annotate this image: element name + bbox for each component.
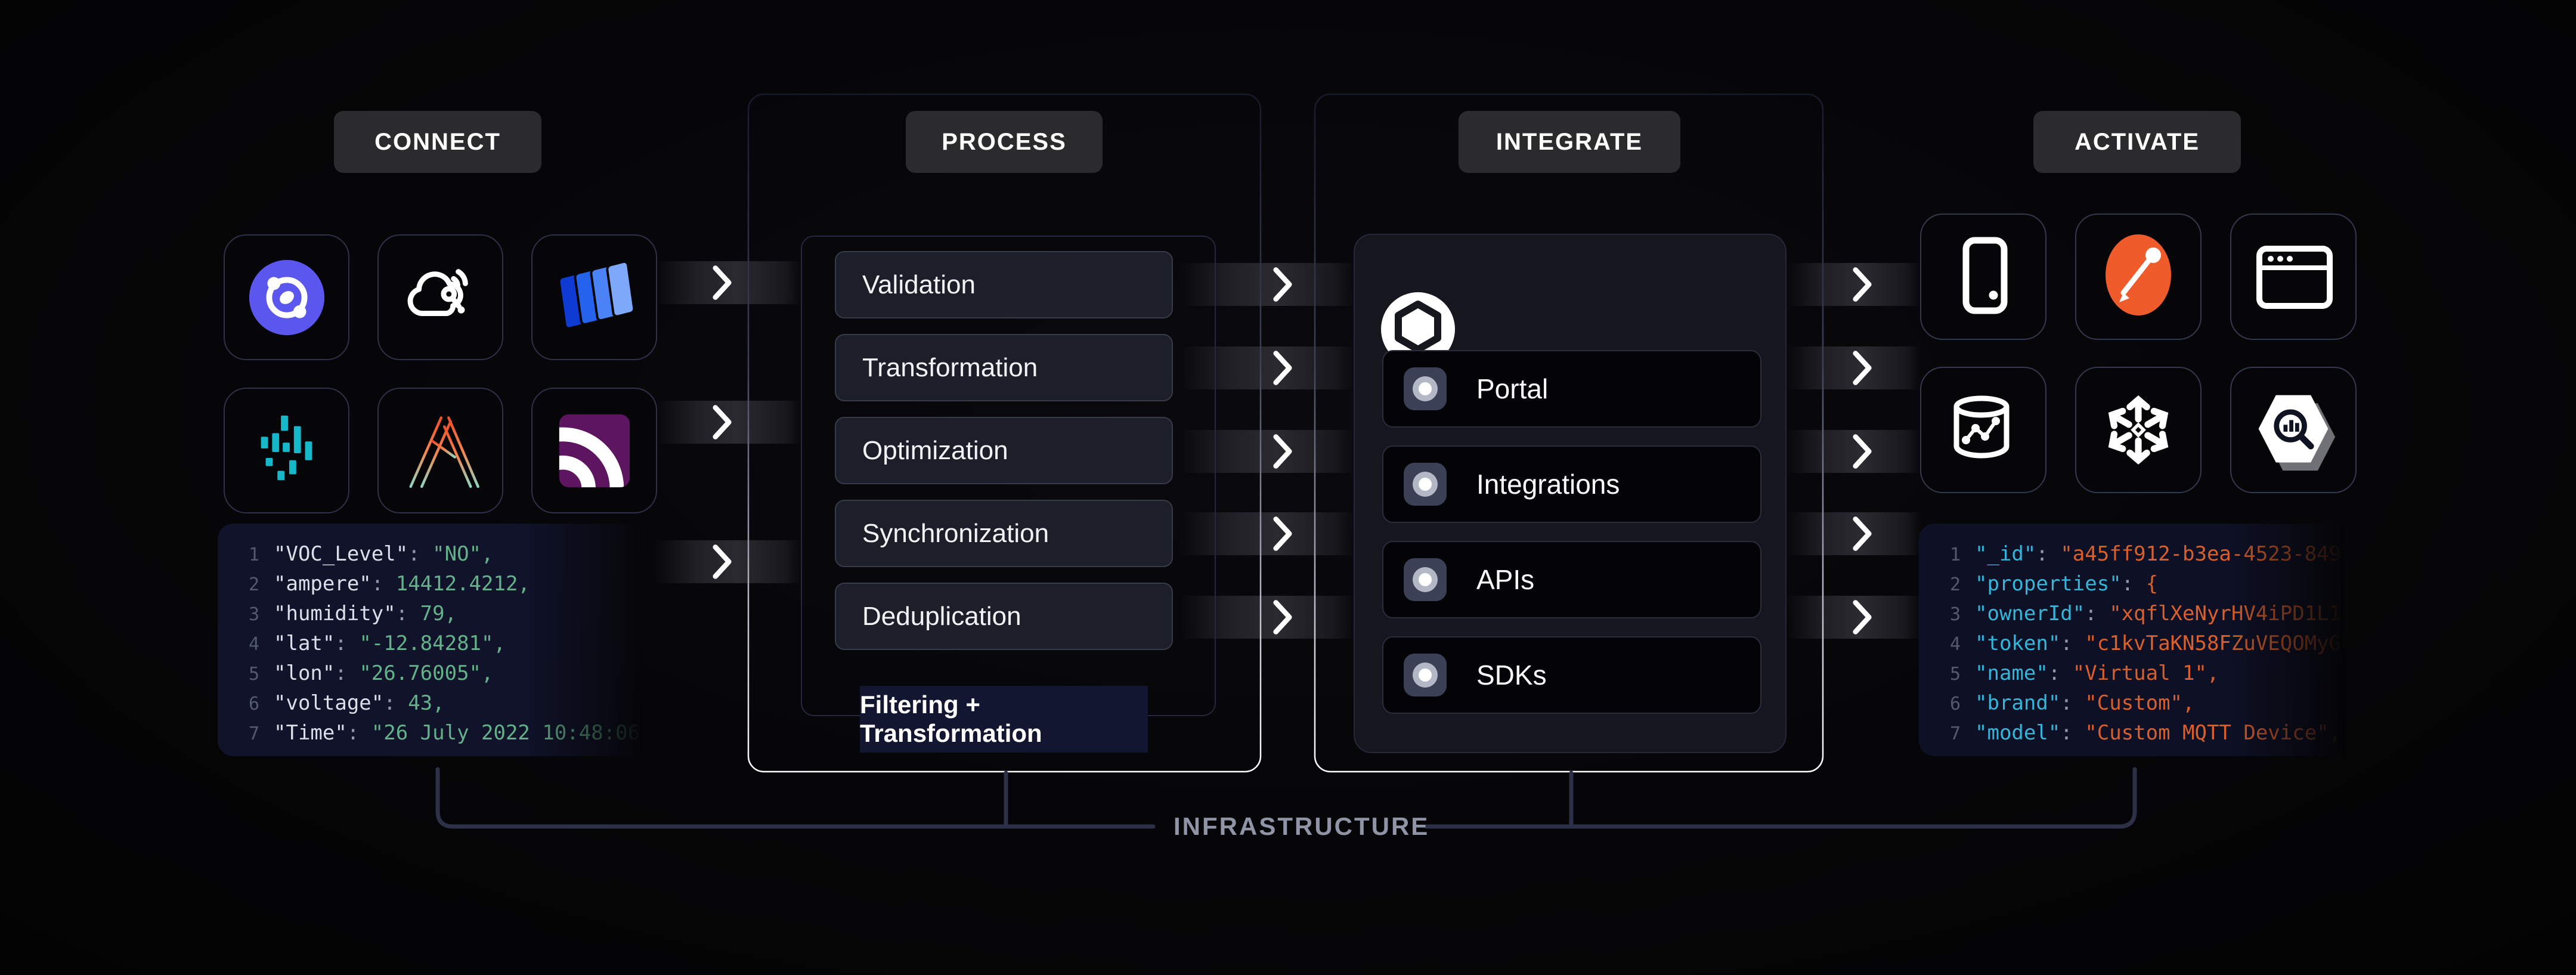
- connect-tile-iot-cloud: [377, 234, 503, 360]
- browser-window-icon: [2256, 246, 2333, 309]
- connect-tile-waves: [531, 388, 657, 513]
- arrow-right-icon: [713, 265, 732, 300]
- actility-a-icon: [409, 416, 479, 488]
- infrastructure-label: INFRASTRUCTURE: [1174, 812, 1430, 840]
- integrate-item: APIs: [1382, 541, 1761, 618]
- radio-dot-icon: [1404, 654, 1447, 697]
- radio-dot-icon: [1404, 558, 1447, 601]
- code-line: 5"lon": "26.76005",: [248, 661, 494, 685]
- postman-logo-icon: [2106, 234, 2171, 315]
- activate-tile-database: [1920, 367, 2046, 493]
- connect-section-label: CONNECT: [334, 111, 541, 173]
- activate-tile-postman: [2075, 213, 2202, 340]
- integrate-item-label: APIs: [1476, 564, 1535, 595]
- flow-band: [655, 540, 803, 583]
- arrow-right-icon: [1273, 600, 1292, 634]
- teal-matrix-icon: [261, 415, 312, 480]
- mobile-phone-icon: [1962, 237, 2008, 314]
- radio-dot-icon: [1404, 463, 1447, 506]
- arrow-right-icon: [713, 405, 732, 439]
- connect-tile-matrix: [224, 388, 349, 513]
- arrow-right-icon: [1853, 267, 1872, 302]
- code-line: 6"brand": "Custom",: [1949, 691, 2195, 715]
- activate-tile-mobile: [1920, 213, 2046, 340]
- code-line: 7"Time": "26 July 2022 10:48:06: [248, 721, 652, 745]
- flow-band: [655, 261, 803, 304]
- code-line: 3"humidity": 79,: [248, 602, 457, 626]
- code-line: 1"_id": "a45ff912-b3ea-4523-8497-: [1949, 542, 2358, 566]
- code-line: 5"name": "Virtual 1",: [1949, 661, 2219, 685]
- iot-cloud-icon: [407, 268, 468, 316]
- arrow-right-icon: [1273, 516, 1292, 551]
- code-line: 4"token": "c1kvTaKN58FZuVEQOMyGhJ: [1949, 632, 2358, 655]
- process-section-label: PROCESS: [906, 111, 1103, 173]
- arrow-right-icon: [1273, 267, 1292, 302]
- integrate-section-label: INTEGRATE: [1459, 111, 1680, 173]
- activate-section-label: ACTIVATE: [2033, 111, 2241, 173]
- flow-band: [1787, 263, 1921, 306]
- integrate-item-label: Portal: [1476, 373, 1549, 404]
- connect-tile-layers: [531, 234, 657, 360]
- activate-tile-browser: [2230, 213, 2357, 340]
- process-steps-list: Validation Transformation Optimization S…: [835, 251, 1173, 650]
- flow-band: [655, 401, 803, 444]
- integrate-items-list: Portal Integrations APIs SDKs: [1382, 350, 1761, 714]
- process-step: Deduplication: [835, 583, 1173, 650]
- arrow-right-icon: [1273, 351, 1292, 385]
- integrate-item: SDKs: [1382, 636, 1761, 714]
- device-record-code: 1"_id": "a45ff912-b3ea-4523-8497- 2"prop…: [1919, 524, 2358, 756]
- code-line: 3"ownerId": "xqflXeNyrHV4iPD1L17V: [1949, 602, 2358, 626]
- integrate-item: Integrations: [1382, 445, 1761, 523]
- connect-tile-helium: [224, 234, 349, 360]
- code-line: 6"voltage": 43,: [248, 691, 445, 715]
- arrow-right-icon: [1853, 516, 1872, 551]
- filtering-transformation-label: Filtering + Transformation: [860, 686, 1148, 753]
- radio-dot-icon: [1404, 367, 1447, 410]
- blue-layers-icon: [558, 260, 635, 330]
- bigquery-logo-icon: [2258, 395, 2336, 471]
- arrow-right-icon: [1853, 351, 1872, 385]
- code-line: 4"lat": "-12.84281",: [248, 632, 506, 655]
- integrate-item-label: SDKs: [1476, 660, 1547, 691]
- arrow-right-icon: [1853, 600, 1872, 634]
- purple-waves-icon: [559, 414, 630, 487]
- arrow-right-icon: [1273, 434, 1292, 469]
- process-step: Transformation: [835, 334, 1173, 401]
- integrate-item: Portal: [1382, 350, 1761, 428]
- process-step: Optimization: [835, 417, 1173, 484]
- sensor-payload-code: 1"VOC_Level": "NO", 2"ampere": 14412.421…: [218, 524, 657, 756]
- flow-band: [1787, 430, 1921, 473]
- helium-logo-icon: [249, 259, 324, 335]
- snowflake-logo-icon: [2108, 395, 2169, 465]
- connect-tile-actility: [377, 388, 503, 513]
- activate-tile-bigquery: [2230, 367, 2357, 493]
- arrow-right-icon: [713, 544, 732, 579]
- arrow-right-icon: [1853, 434, 1872, 469]
- integrate-card: Portal Integrations APIs SDKs: [1354, 234, 1787, 753]
- database-analytics-icon: [1953, 395, 2010, 459]
- process-step: Synchronization: [835, 500, 1173, 567]
- code-line: 1"VOC_Level": "NO",: [248, 542, 494, 566]
- code-line: 2"properties": {: [1949, 572, 2159, 596]
- code-line: 2"ampere": 14412.4212,: [248, 572, 530, 596]
- code-line: 7"model": "Custom MQTT Device",: [1949, 721, 2342, 745]
- integrate-item-label: Integrations: [1476, 469, 1620, 500]
- activate-tile-snowflake: [2075, 367, 2202, 493]
- flow-band: [1787, 346, 1921, 389]
- flow-band: [1787, 596, 1921, 639]
- process-step: Validation: [835, 251, 1173, 318]
- flow-band: [1787, 512, 1921, 555]
